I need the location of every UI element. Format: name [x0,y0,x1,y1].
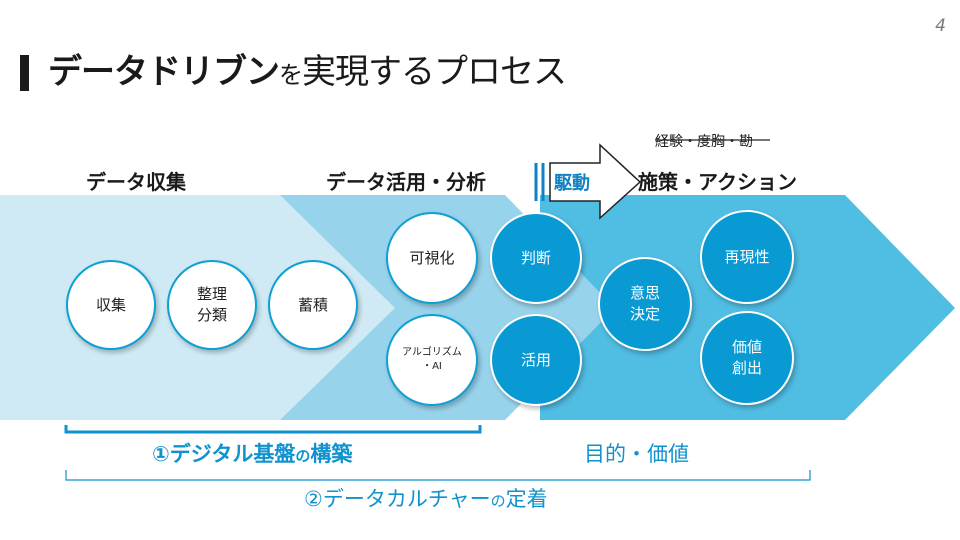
circle-organize: 整理分類 [167,260,257,350]
band-action [540,195,955,420]
label-data-culture: ②データカルチャーの定着 [304,487,548,511]
title-rest: 実現するプロセス [302,52,567,92]
stage-label-collect: データ収集 [86,170,186,194]
circle-value-creation: 価値創出 [700,311,794,405]
stage-label-action: 施策・アクション [638,170,797,194]
label-purpose-value: 目的・価値 [584,442,689,466]
driver-label: 駆動 [554,173,590,194]
label-digital-foundation: ①デジタル基盤の構築 [152,442,353,466]
bracket-culture [65,470,811,481]
title-accent-bar [20,55,29,91]
bracket-digital [64,425,482,434]
circle-collect: 収集 [66,260,156,350]
driver-arrow [549,143,642,220]
stage-label-analyze: データ活用・分析 [326,170,486,194]
circle-reproducibility: 再現性 [700,210,794,304]
page-title: データドリブンを実現するプロセス [48,50,567,97]
circle-utilize: 活用 [490,314,582,406]
circle-judge: 判断 [490,212,582,304]
title-keyword: データドリブン [48,52,280,92]
circle-store: 蓄積 [268,260,358,350]
title-particle: を [279,61,303,89]
circle-algorithm: アルゴリズム・AI [386,314,478,406]
page-number: 4 [935,16,946,36]
circle-visualize: 可視化 [386,212,478,304]
circle-decision: 意思決定 [598,257,692,351]
experience-note: 経験・度胸・勘 [655,134,753,150]
